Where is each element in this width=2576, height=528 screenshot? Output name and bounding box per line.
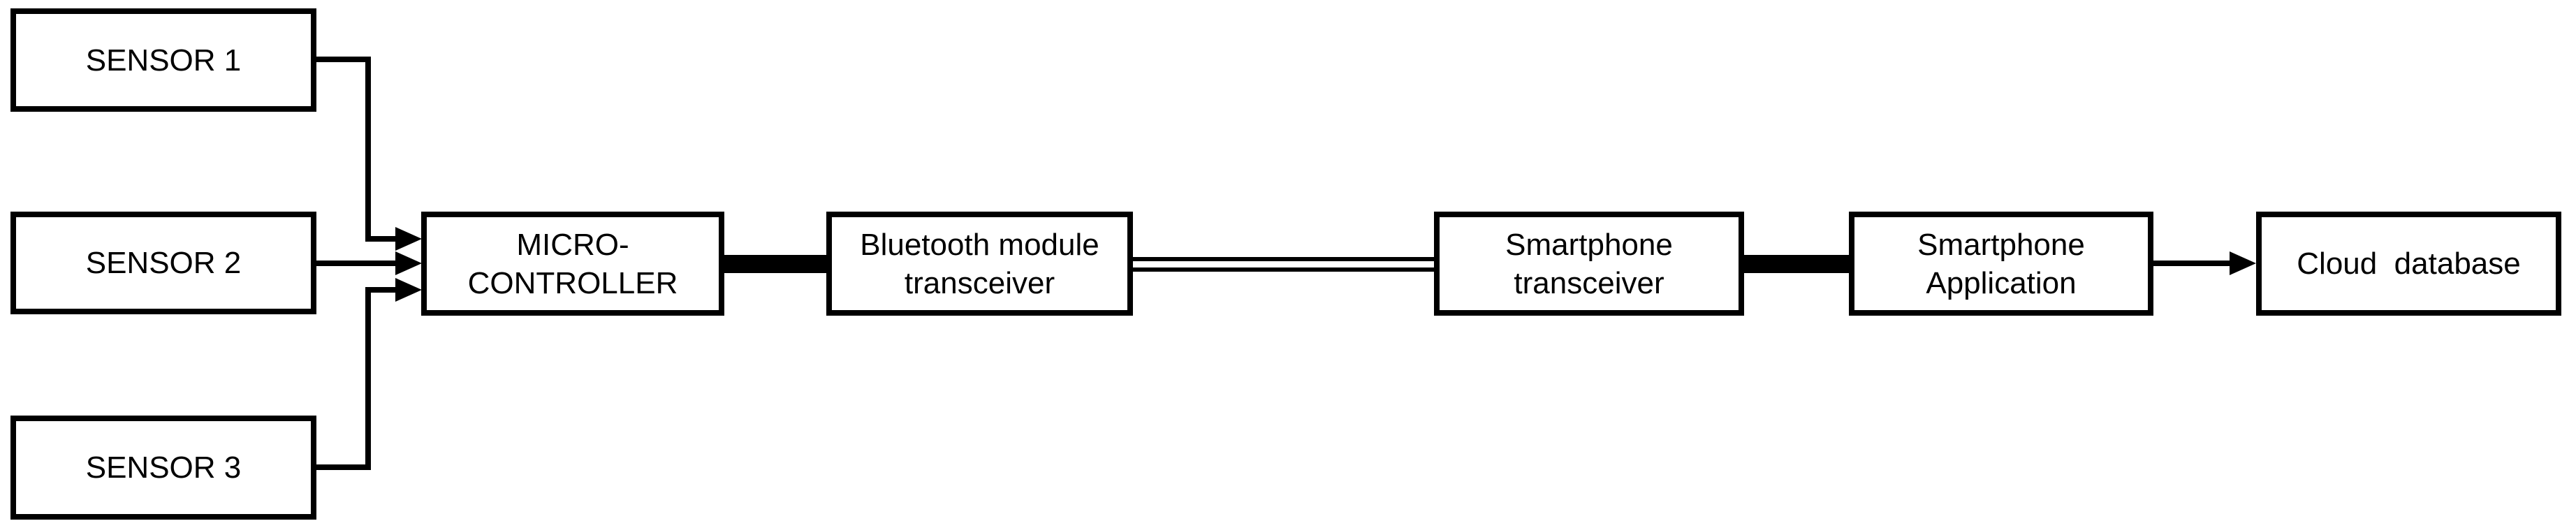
- smartphone-application-label-line1: Smartphone: [1917, 227, 2085, 262]
- cloud-database-label: Cloud database: [2297, 247, 2521, 281]
- edge-sensor3-horizontal: [316, 464, 371, 470]
- smartphone-application-label-line2: Application: [1926, 265, 2077, 300]
- sensor-1-box: SENSOR 1: [10, 8, 316, 112]
- smartphone-transceiver-label-line2: transceiver: [1514, 265, 1664, 300]
- smartphone-transceiver-box: Smartphone transceiver: [1434, 212, 1744, 316]
- bluetooth-label-line2: transceiver: [904, 265, 1055, 300]
- microcontroller-label-line1: MICRO-: [516, 227, 629, 262]
- microcontroller-label-line2: CONTROLLER: [467, 265, 678, 300]
- edge-sensor1-horizontal: [316, 57, 371, 62]
- bluetooth-label-line1: Bluetooth module: [860, 227, 1099, 262]
- sensor-2-label: SENSOR 2: [85, 246, 242, 280]
- edge-sensor1-stub: [365, 236, 397, 242]
- edge-micro-bluetooth-thick-bar: [724, 255, 826, 273]
- smartphone-application-box: Smartphone Application: [1849, 212, 2153, 316]
- edge-transceiver-application-thick-bar: [1744, 255, 1849, 273]
- sensor-1-label: SENSOR 1: [85, 43, 242, 78]
- cloud-database-box: Cloud database: [2256, 212, 2561, 316]
- edge-sensor3-vertical: [365, 287, 371, 470]
- edge-sensor2-horizontal: [316, 261, 397, 266]
- sensor-2-box: SENSOR 2: [10, 212, 316, 314]
- smartphone-transceiver-label-line1: Smartphone: [1505, 227, 1673, 262]
- edge-application-cloud-arrowhead-icon: [2230, 251, 2256, 275]
- edge-sensor1-arrowhead-icon: [395, 227, 422, 251]
- bluetooth-module-transceiver-box: Bluetooth module transceiver: [826, 212, 1133, 316]
- edge-bluetooth-smartphone-double-line: [1133, 257, 1434, 272]
- edge-sensor3-arrowhead-icon: [395, 278, 422, 302]
- edge-sensor2-arrowhead-icon: [395, 251, 422, 275]
- sensor-3-box: SENSOR 3: [10, 416, 316, 520]
- edge-sensor3-stub: [365, 287, 397, 293]
- microcontroller-box: MICRO- CONTROLLER: [421, 212, 724, 316]
- edge-application-cloud-line: [2153, 261, 2232, 266]
- sensor-3-label: SENSOR 3: [85, 450, 242, 485]
- edge-sensor1-vertical: [365, 57, 371, 242]
